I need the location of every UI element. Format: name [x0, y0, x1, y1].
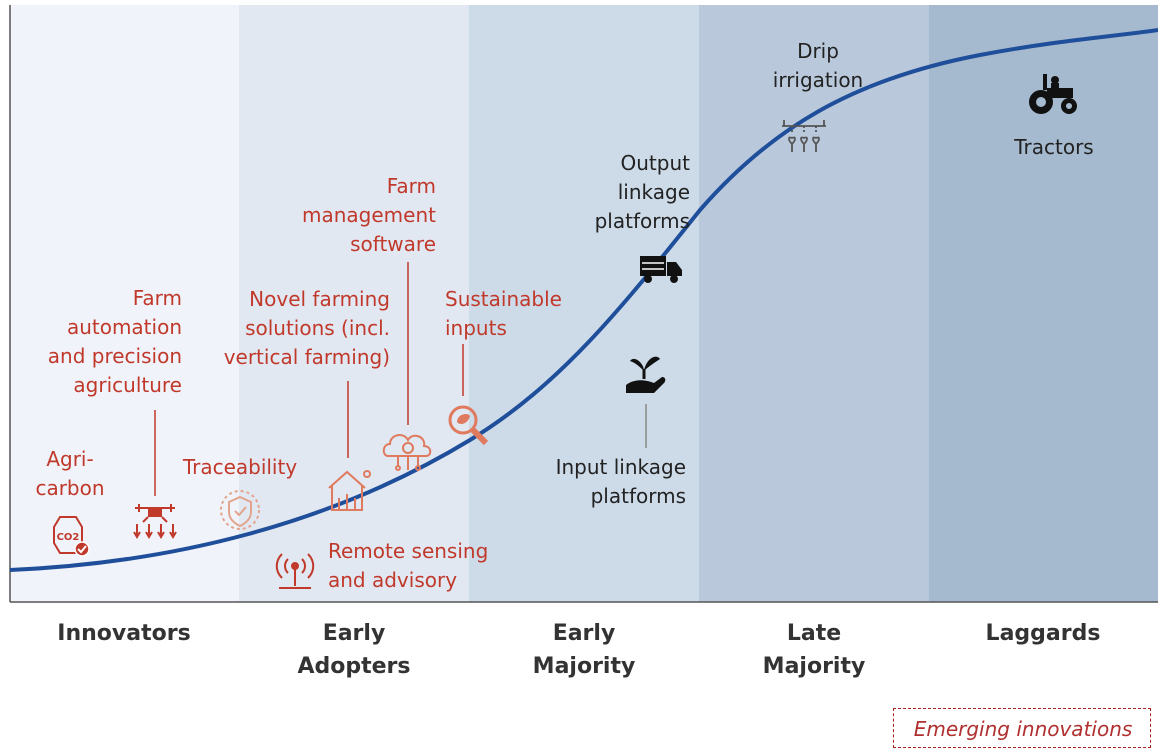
drip-irrigation-icon [782, 120, 826, 152]
cloud-gear-icon [382, 434, 432, 471]
segment-bg-innovators [10, 5, 239, 602]
segment-backgrounds [10, 5, 1158, 602]
hand-seedling-icon [626, 356, 666, 393]
connector-lines [154, 262, 647, 496]
label-tractors: Tractors [1013, 135, 1093, 159]
segment-bg-late-majority [699, 5, 929, 602]
svg-text:CO2: CO2 [57, 532, 80, 543]
tractor-icon [1029, 74, 1077, 114]
greenhouse-icon [328, 470, 371, 511]
segment-label-innovators: Innovators [57, 621, 190, 646]
legend-label: Emerging innovations [913, 717, 1133, 741]
segment-bg-early-majority [469, 5, 699, 602]
label-traceability: Traceability [182, 455, 298, 479]
antenna-icon [275, 553, 315, 589]
truck-icon [640, 256, 682, 283]
segment-label-laggards: Laggards [986, 621, 1101, 646]
shield-check-icon [220, 490, 260, 530]
legend-emerging-innovations: Emerging innovations [893, 708, 1151, 748]
drone-icon [133, 504, 177, 539]
co2-badge-icon: CO2 [53, 516, 90, 557]
leaf-magnifier-icon [448, 405, 489, 446]
label-agri-carbon: Agri-carbon [35, 447, 104, 500]
